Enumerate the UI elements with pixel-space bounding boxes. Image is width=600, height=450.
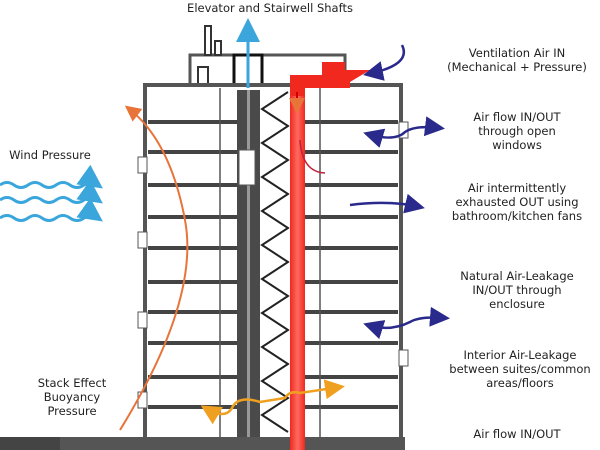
building-floors (137, 83, 409, 442)
natural-leakage-label: Natural Air-Leakage IN/OUT through enclo… (437, 269, 597, 311)
window (137, 231, 148, 249)
interior-leakage-label-line: areas/floors (486, 376, 554, 390)
open-windows-label-line: Air flow IN/OUT (473, 110, 561, 124)
open-windows-label-line: through open (478, 124, 556, 138)
wind-arrows (0, 164, 103, 222)
exhaust-fans-label-line: bathroom/kitchen fans (451, 209, 583, 223)
open-windows-label-line: windows (492, 138, 542, 152)
stack-effect-label-line: Buoyancy (43, 390, 101, 404)
stack-effect-label-line: Stack Effect (37, 376, 107, 390)
window (398, 349, 409, 367)
wind-pressure-label: Wind Pressure (9, 148, 91, 162)
interior-leakage-label-line: Interior Air-Leakage (463, 348, 577, 362)
ventilation-label: Ventilation Air IN (Mechanical + Pressur… (437, 46, 597, 74)
stairwell (260, 91, 290, 433)
window (137, 311, 148, 329)
ventilation-duct (289, 62, 370, 450)
window (137, 391, 148, 409)
elevator-cable (247, 90, 250, 440)
exhaust-fans-label: Air intermittently exhausted OUT using b… (437, 181, 597, 223)
ground-slab (60, 437, 405, 450)
bottom-airflow-label: Air flow IN/OUT (473, 427, 561, 441)
ventilation-label-line: (Mechanical + Pressure) (447, 60, 587, 74)
natural-leakage-label-line: enclosure (489, 297, 545, 311)
interior-leakage-label-line: between suites/common (449, 362, 591, 376)
stack-effect-label-line: Pressure (47, 404, 97, 418)
elevator-shafts-label: Elevator and Stairwell Shafts (150, 1, 390, 15)
stack-effect-label: Stack Effect Buoyancy Pressure (22, 376, 122, 418)
window (137, 156, 148, 174)
airflow-arrows (349, 44, 450, 340)
ventilation-label-line: Ventilation Air IN (468, 46, 566, 60)
stack-effect-arrow (119, 105, 189, 431)
interior-leakage-label: Interior Air-Leakage between suites/comm… (440, 348, 600, 390)
elevator-car (238, 149, 256, 186)
exhaust-fans-label-line: exhausted OUT using (455, 195, 579, 209)
open-windows-label: Air flow IN/OUT through open windows (437, 110, 597, 152)
natural-leakage-label-line: Natural Air-Leakage (460, 269, 574, 283)
natural-leakage-label-line: IN/OUT through (472, 283, 562, 297)
interior-leakage-arrow (200, 379, 345, 425)
exhaust-fans-label-line: Air intermittently (467, 181, 567, 195)
